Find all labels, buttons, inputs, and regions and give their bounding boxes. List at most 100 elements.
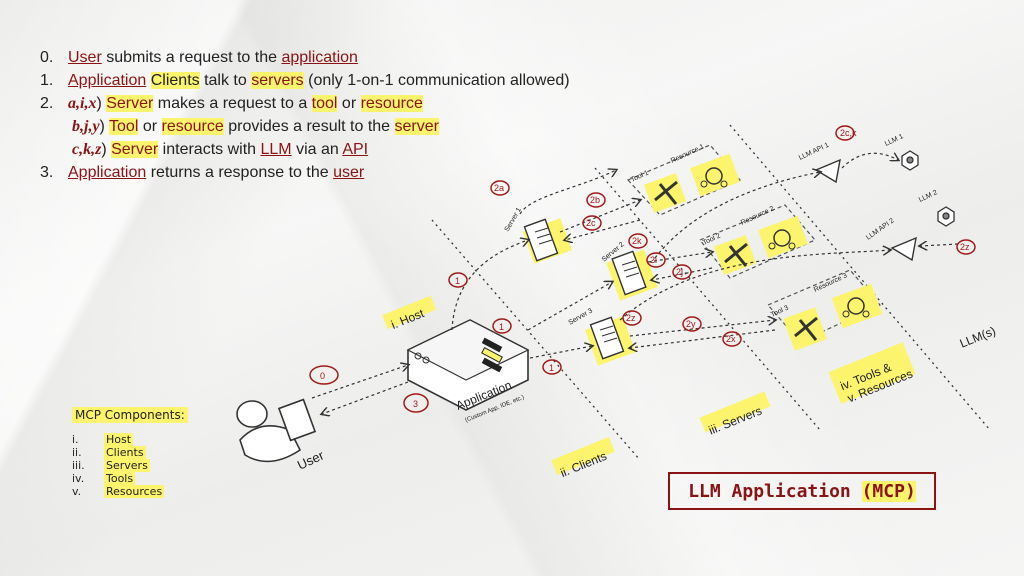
step-text: (only 1-on-1 communication allowed) (303, 72, 570, 89)
llm-api-1-icon (814, 158, 841, 184)
tool-1 (643, 173, 687, 213)
step-text: c,k,z (72, 141, 102, 158)
component-name: Host (104, 433, 134, 446)
step-text: resource (161, 118, 224, 135)
marker-2k: 2k (632, 236, 642, 246)
step-line: 2.a,i,x) Server makes a request to a too… (40, 92, 570, 115)
servers-highlight (699, 391, 771, 433)
marker-3: 3 (413, 399, 418, 409)
step-text: User (68, 49, 102, 66)
components-title: MCP Components: (72, 407, 188, 423)
component-name: Servers (104, 459, 150, 472)
resource-2 (758, 215, 808, 259)
step-number: 2. (40, 95, 54, 112)
step-text: provides a result to the (223, 118, 395, 135)
step-text: Tool (109, 118, 139, 135)
component-name: Tools (104, 472, 136, 485)
component-roman: iii. (72, 459, 85, 472)
step-text: submits a request to the (101, 49, 282, 66)
component-item: iv. Tools (72, 472, 188, 485)
connection-arrows (311, 153, 959, 414)
llm-api-2-icon (890, 236, 917, 262)
step-number: 0. (40, 49, 54, 66)
llm-1-label: LLM 1 (884, 133, 905, 148)
step-marker-labels: 0 3 1 1 1 2a 2b 2c 2k 2i 2j 2z 2y 2x 2c,… (320, 128, 970, 409)
marker-1c: 1 (549, 363, 554, 373)
tool-2-label: Tool 2 (702, 233, 722, 247)
user-figure (236, 398, 317, 463)
clients-highlight (551, 436, 615, 476)
title-highlight: (MCP) (861, 480, 916, 502)
marker-2y: 2y (686, 319, 696, 329)
title-box: LLM Application (MCP) (668, 472, 936, 510)
llm-1-icon (901, 150, 919, 171)
llms-label: LLM(s) (958, 324, 998, 351)
steps-list: 0. User submits a request to the applicat… (40, 46, 570, 184)
step-line: 1.Application Clients talk to servers (o… (40, 69, 570, 92)
marker-0: 0 (320, 371, 325, 381)
component-roman: i. (72, 433, 79, 446)
server-2 (606, 249, 658, 301)
tool-2 (713, 235, 757, 275)
step-text: Clients (150, 72, 200, 89)
step-text: resource (360, 95, 423, 112)
step-number: 3. (40, 164, 54, 181)
component-roman: iv. (72, 472, 85, 485)
tool-3 (783, 307, 827, 351)
marker-2z: 2z (626, 313, 636, 323)
step-text: via an (291, 141, 343, 158)
component-item: i. Host (72, 433, 188, 446)
tool-1-label: Tool 1 (630, 170, 650, 184)
server-1 (522, 218, 572, 264)
component-item: ii.Clients (72, 446, 188, 459)
step-text: Application (68, 164, 147, 181)
step-line: b,j,y) Tool or resource provides a resul… (40, 115, 570, 138)
step-text: ) (96, 95, 107, 112)
llm-2-label: LLM 2 (918, 189, 939, 204)
step-number: 1. (40, 72, 54, 89)
llm-api-1-label: LLM API 1 (798, 142, 830, 162)
llm-api-2-label: LLM API 2 (865, 217, 896, 241)
resource-3 (831, 283, 883, 329)
marker-2x: 2x (726, 334, 736, 344)
marker-2z-b: 2z (960, 242, 970, 252)
title-text: LLM Application (688, 480, 862, 502)
step-text: b,j,y (72, 118, 100, 135)
step-text: returns a response to the (146, 164, 334, 181)
step-text: a,i,x (68, 95, 97, 112)
step-text: LLM (260, 141, 292, 158)
marker-2i: 2i (650, 255, 657, 265)
marker-2b: 2b (590, 195, 600, 205)
step-text: application (281, 49, 358, 66)
marker-1a: 1 (455, 276, 460, 286)
step-line: c,k,z) Server interacts with LLM via an … (40, 138, 570, 161)
resource-2-label: Resource 2 (740, 205, 775, 227)
tool-3-label: Tool 3 (770, 305, 790, 319)
marker-2c: 2c (586, 218, 596, 228)
server-3-label: Server 3 (568, 307, 595, 326)
step-text: tool (311, 95, 338, 112)
marker-2ck: 2c,k (840, 128, 857, 138)
host-highlight (382, 295, 437, 330)
step-line: 0. User submits a request to the applicat… (40, 46, 570, 69)
application-box (406, 319, 530, 411)
step-text: user (333, 164, 365, 181)
step-text: servers (251, 72, 304, 89)
component-name: Resources (104, 485, 165, 498)
step-text: or (138, 118, 162, 135)
llm-2-icon (937, 206, 955, 227)
server-1-label: Server 1 (504, 206, 523, 233)
component-roman: ii. (72, 446, 82, 459)
step-text: Server (106, 95, 154, 112)
step-text: server (394, 118, 439, 135)
step-text: ) (101, 141, 112, 158)
server-3 (585, 316, 636, 366)
resource-3-label: Resource 3 (813, 272, 848, 294)
step-text: or (337, 95, 361, 112)
step-text: ) (99, 118, 110, 135)
marker-1b: 1 (499, 322, 504, 332)
